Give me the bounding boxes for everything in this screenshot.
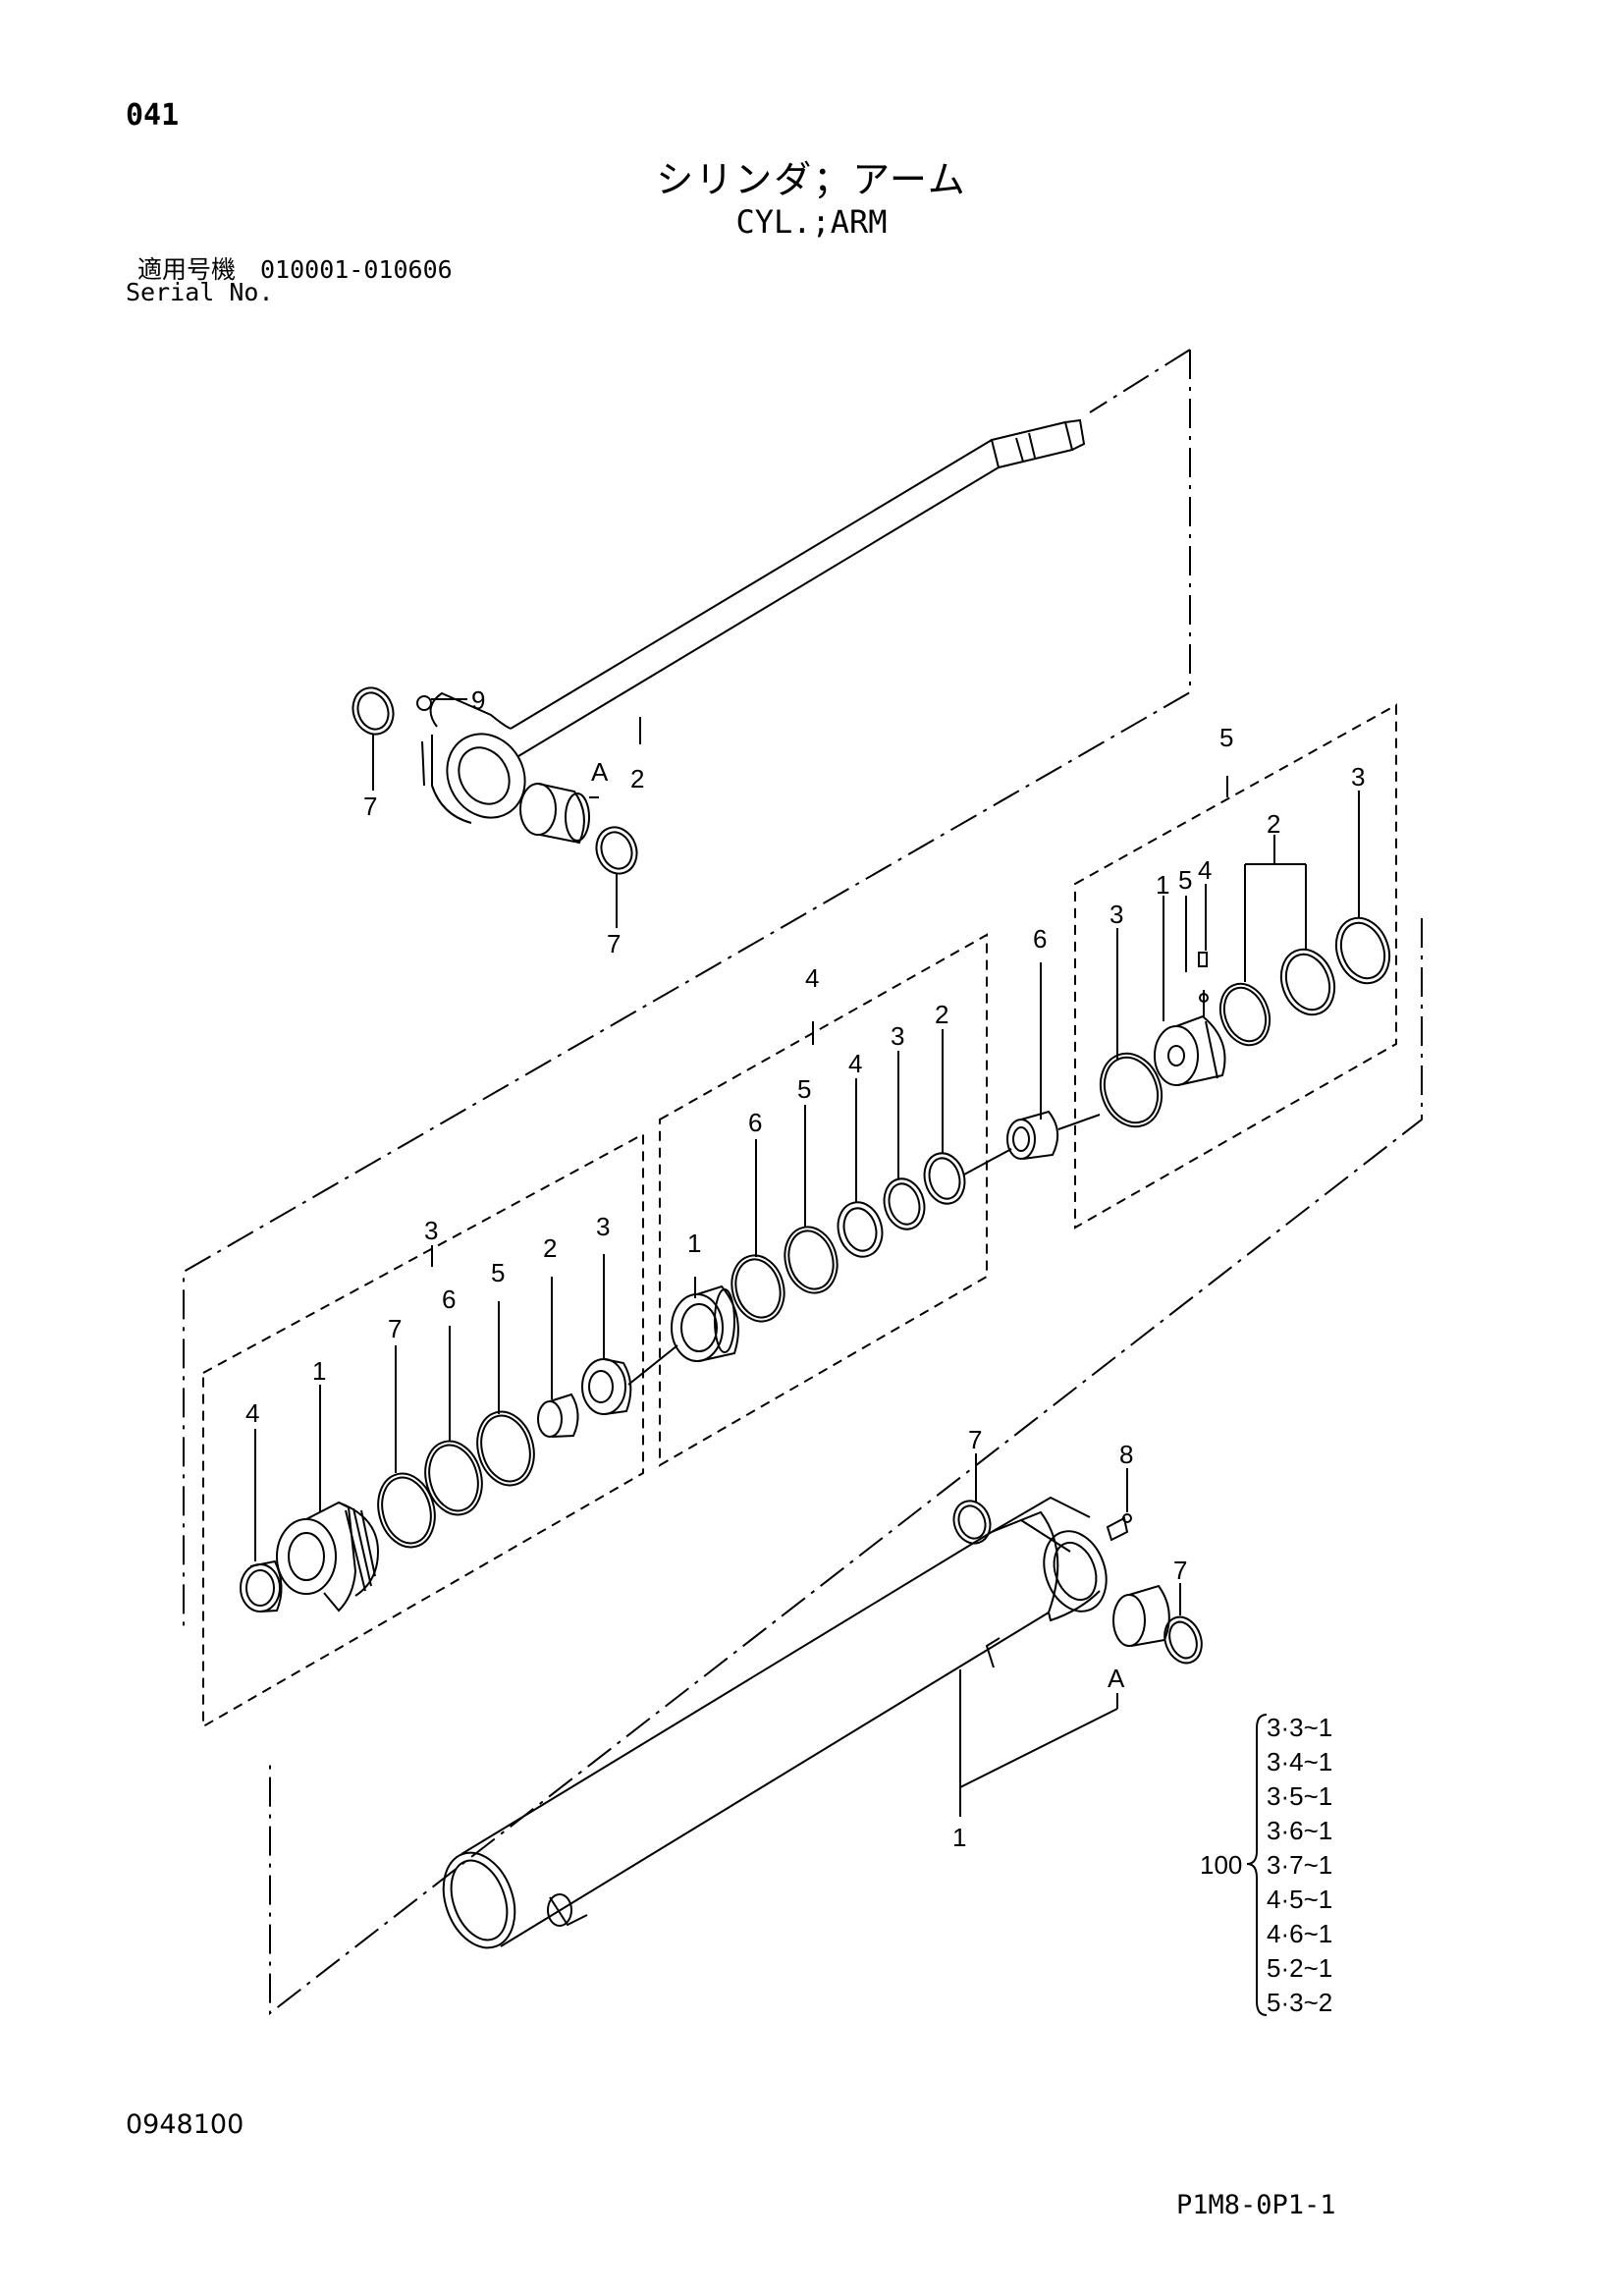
assembly-outline [183, 349, 1191, 1630]
g3-ring6-icon [424, 1440, 483, 1516]
g3-ring5-icon [476, 1410, 535, 1487]
callout-tube-seal7: 7 [968, 1425, 982, 1454]
sheet-code: P1M8-0P1-1 [1176, 2190, 1336, 2220]
g5-screw-icon [1199, 990, 1209, 1016]
tube-seal7b-icon [1163, 1615, 1203, 1665]
rod-eye [421, 691, 526, 824]
callout-g5-nut: 1 [1156, 870, 1169, 900]
kit-item: 4·5~1 [1267, 1885, 1332, 1914]
g5-pin-icon [1198, 952, 1208, 967]
g3-ring7-icon [377, 1472, 436, 1549]
callout-tube-seal7b: 7 [1173, 1556, 1187, 1585]
serial-range-label: 適用号機 010001-010606 [137, 255, 453, 284]
g4-piston-icon [671, 1285, 739, 1362]
callout-spacer: 6 [1033, 924, 1047, 954]
kit-item: 5·3~2 [1267, 1988, 1332, 2017]
kit-number: 100 [1200, 1850, 1242, 1880]
kit-item: 3·7~1 [1267, 1850, 1332, 1880]
rod-seal-left-icon [352, 686, 395, 736]
page-title-english: CYL.;ARM [735, 203, 888, 241]
callout-g4-piston: 1 [687, 1229, 701, 1258]
g5-ring2a-icon [1218, 982, 1271, 1047]
callout-g5-screw5: 5 [1178, 865, 1192, 895]
page-title-japanese: シリンダ；アーム [656, 158, 967, 201]
g3-head-icon [276, 1501, 380, 1613]
serial-number-label: Serial No. [126, 278, 274, 306]
kit-brace [1246, 1714, 1268, 2016]
callout-group-5: 5 [1219, 723, 1233, 752]
callout-g4-ring6: 6 [748, 1108, 762, 1137]
callout-rod-assembly: 2 [630, 764, 644, 793]
callout-group-4: 4 [805, 963, 819, 993]
g4-ring3-icon [883, 1177, 926, 1230]
page-number: 041 [126, 98, 180, 133]
g4-ring6-icon [730, 1254, 785, 1323]
callout-g5-ring3b: 3 [1351, 762, 1365, 792]
callout-rod-seal-right: 7 [607, 929, 621, 958]
callout-g3-bush2: 2 [543, 1233, 557, 1263]
kit-item: 3·6~1 [1267, 1816, 1332, 1845]
g5-nut-icon [1154, 1014, 1226, 1086]
group-3-box [202, 1132, 644, 1728]
tube-port-icon [547, 1637, 1001, 1927]
g5-ring3a-icon [1099, 1052, 1163, 1128]
g3-seal3-icon [581, 1358, 632, 1415]
kit-item: 5·2~1 [1267, 1953, 1332, 1983]
callout-tube-fitting8: 8 [1119, 1440, 1133, 1469]
callout-g3-head: 1 [312, 1356, 326, 1386]
tube-seal7-icon [952, 1500, 992, 1545]
tube-bushing-icon [1112, 1584, 1170, 1647]
callout-g3-ring5: 5 [491, 1258, 505, 1287]
group-4-box [659, 933, 988, 1467]
kit-item: 4·6~1 [1267, 1919, 1332, 1948]
callout-rod-bushing-ref: A [591, 757, 609, 787]
g4-ring2-icon [923, 1152, 966, 1205]
g5-ring3b-icon [1334, 916, 1391, 985]
callout-tube-assembly: 1 [952, 1823, 966, 1852]
kit-item: 3·4~1 [1267, 1747, 1332, 1777]
callout-rod-grease-fitting: 9 [471, 685, 485, 715]
group-5-box [1074, 703, 1397, 1230]
kit-item: 3·3~1 [1267, 1713, 1332, 1742]
callout-g3-seal3: 3 [596, 1212, 610, 1241]
g3-nut-icon [240, 1559, 283, 1613]
drawing-number: 0948100 [126, 2109, 244, 2140]
g4-ring4-icon [837, 1201, 884, 1258]
rod-grease-fitting-icon [416, 695, 461, 711]
callout-g3-ring6: 6 [442, 1285, 456, 1314]
callout-g4-ring5: 5 [797, 1074, 811, 1104]
kit-contents-list: 3·3~1 3·4~1 3·5~1 3·6~1 3·7~1 4·5~1 4·6~1 5·2~1… [1267, 1713, 1332, 2017]
rod-seal-right-icon [595, 826, 638, 875]
g3-bush2-icon [537, 1393, 579, 1438]
callout-g4-ring4: 4 [848, 1049, 862, 1078]
g5-ring2b-icon [1279, 948, 1336, 1016]
callout-g5-ring3a: 3 [1109, 900, 1123, 929]
callout-g4-ring2: 2 [935, 1000, 948, 1029]
callout-g4-ring3: 3 [891, 1021, 904, 1051]
callout-tube-bushing-ref: A [1108, 1664, 1125, 1693]
kit-item: 3·5~1 [1267, 1781, 1332, 1811]
callout-g5-pin4: 4 [1198, 855, 1212, 885]
callout-g3-ring7: 7 [388, 1314, 402, 1343]
g4-ring5-icon [784, 1226, 839, 1294]
piston-rod [510, 418, 1086, 757]
spacer-icon [1006, 1110, 1059, 1160]
callout-g3-nut: 4 [245, 1398, 259, 1428]
rod-bushing-icon [519, 783, 590, 845]
tube-grease-fitting-icon [1106, 1513, 1132, 1542]
callout-group-3: 3 [424, 1216, 438, 1245]
cylinder-tube [442, 1510, 1071, 1949]
tube-eye [991, 1496, 1108, 1622]
callout-g5-rings2: 2 [1267, 809, 1280, 839]
callout-rod-seal-left: 7 [363, 792, 377, 821]
